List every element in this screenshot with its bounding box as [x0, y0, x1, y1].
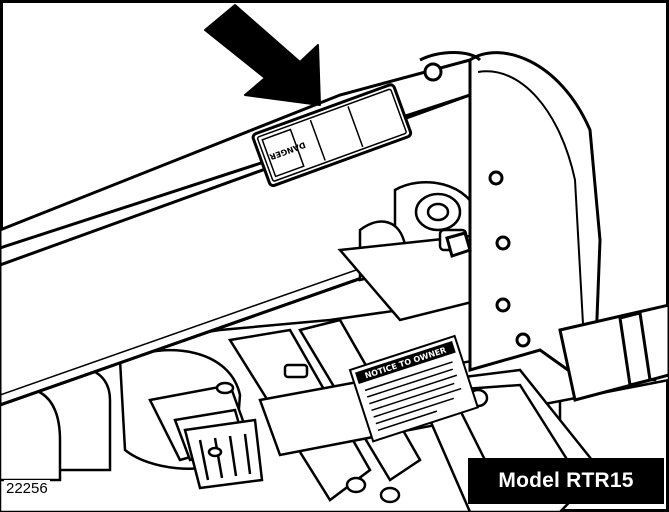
danger-decal: DANGER [251, 83, 413, 188]
rear-tube [558, 303, 669, 402]
notice-decal: NOTICE TO OWNER [348, 334, 480, 443]
model-label-box: Model RTR15 [468, 458, 664, 504]
figure-id: 22256 [4, 480, 50, 498]
callout-arrow [204, 4, 321, 106]
side-plate [419, 51, 602, 377]
model-label: Model RTR15 [498, 469, 634, 492]
